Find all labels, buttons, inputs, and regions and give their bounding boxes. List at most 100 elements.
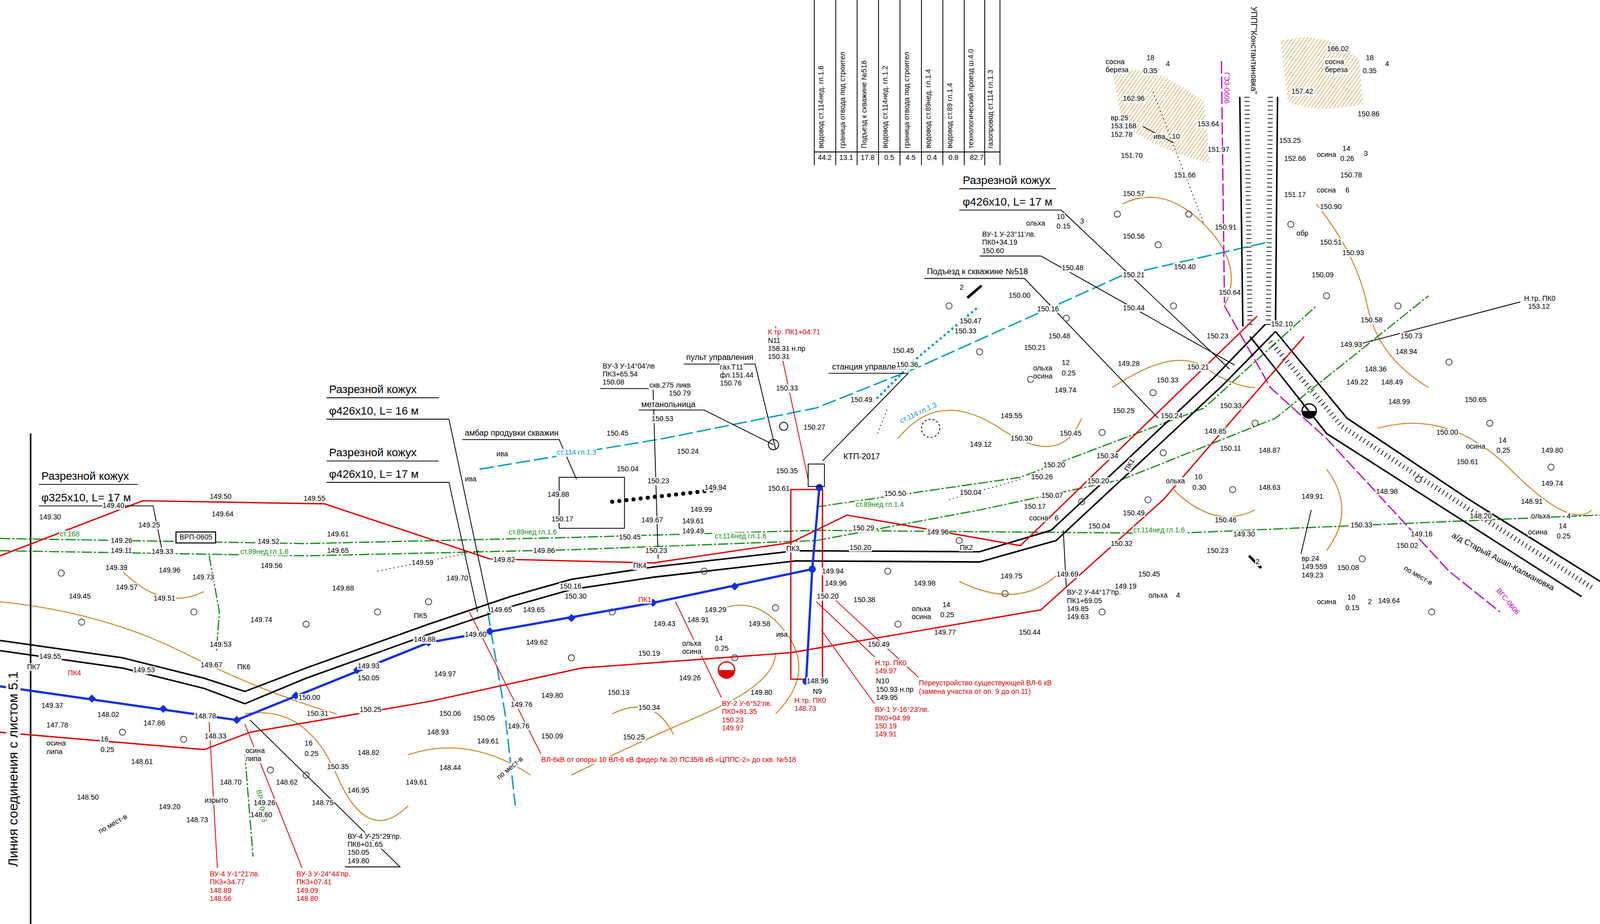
callout-leader — [1142, 126, 1174, 143]
map-label: Переустройство существующей ВЛ-6 кВ — [918, 679, 1053, 688]
map-label: ВГС-0606 — [1494, 586, 1522, 617]
map-label: 149.11 — [110, 547, 133, 556]
map-label: 150.34 — [1096, 452, 1119, 461]
map-label: 150.79 — [668, 389, 691, 398]
map-label: 150.58 — [1360, 316, 1383, 325]
map-label: 148.73 — [185, 816, 209, 825]
map-label: 149.67 — [640, 516, 664, 525]
map-label: 18 — [1365, 54, 1375, 63]
map-label: ПК0+34.19 — [981, 238, 1018, 247]
callout-leader — [959, 188, 1230, 370]
map-label: 4 — [1175, 591, 1181, 600]
map-label: Подъезд к скважине №518 — [860, 60, 869, 149]
pole-marks — [87, 582, 739, 725]
map-label: 150.64 — [1218, 288, 1241, 297]
map-label: 149.64 — [211, 510, 234, 519]
map-label: 150.16 — [1036, 305, 1060, 314]
map-label: 149.22 — [1345, 378, 1369, 387]
map-label: Н.тр. ПК0 — [793, 696, 827, 705]
map-label: Линия соединения с листом 5.1 — [6, 670, 21, 868]
map-label: (замена участка от оп. 9 до оп.11) — [918, 687, 1032, 696]
map-label: береза — [1324, 66, 1349, 75]
map-label: 148.44 — [438, 764, 462, 773]
allotment-boundary — [0, 336, 1305, 750]
water-pipe — [0, 295, 1429, 557]
map-label: 150.56 — [1122, 232, 1146, 241]
map-label: 150.93 — [1341, 249, 1365, 258]
map-label: ст.114 гл.1.3 — [556, 448, 597, 457]
callout-leader — [600, 388, 659, 560]
map-label: ПК0+04.99 — [874, 714, 911, 723]
map-label: ст.114нед гл.1.6 — [1132, 526, 1186, 535]
map-label: 149.26 — [110, 537, 133, 546]
map-label: 149.30 — [38, 513, 62, 522]
map-label: 149.74 — [1053, 386, 1077, 395]
map-label: метанольница — [640, 400, 696, 410]
map-label: по мест-в — [1401, 564, 1435, 588]
roads — [0, 96, 1600, 704]
map-label: ольха — [1148, 591, 1169, 600]
map-label: 150.33 — [954, 327, 977, 336]
map-label: осина — [1465, 442, 1486, 451]
map-label: 166.02 — [1326, 45, 1350, 54]
road-edge — [0, 331, 1276, 704]
map-label: 149.61 — [476, 737, 499, 746]
map-label: 0.15 — [1055, 222, 1072, 231]
map-label: 150.09 — [541, 732, 564, 741]
map-label: 148.20 — [1469, 512, 1493, 521]
gas-pipe — [479, 242, 1266, 470]
map-label: 16 — [99, 735, 109, 744]
contour-line — [1122, 197, 1232, 306]
map-label: 0.15 — [1344, 604, 1360, 613]
map-label: 150.30 — [564, 592, 587, 601]
map-label: 148.78 — [194, 712, 217, 721]
map-label: 150.90 — [1319, 203, 1342, 212]
map-label: К тр. ПК1+04.71 — [767, 328, 821, 337]
map-label: ПК5 — [413, 612, 428, 621]
map-label: 149.28 — [1117, 360, 1140, 369]
map-label: 0.25 — [1495, 446, 1511, 455]
map-label: 150.00 — [297, 693, 321, 702]
slope-area — [1280, 37, 1364, 109]
map-label: сосна — [1028, 514, 1049, 523]
map-label: 149.94 — [703, 483, 727, 492]
map-label: пульт управления — [685, 352, 755, 363]
map-label: Н.тр. ПК0 — [1523, 294, 1556, 303]
map-label: ВУ-3 У-24°44'пр. — [295, 870, 351, 879]
map-label: 146.95 — [346, 786, 370, 795]
map-label: 10 — [1055, 213, 1065, 222]
map-label: 149.56 — [260, 562, 283, 571]
map-label: 150.45 — [892, 346, 915, 355]
map-label: 152.78 — [1110, 130, 1133, 139]
map-label: 148.87 — [1258, 446, 1281, 455]
map-label: 149.74 — [1540, 479, 1564, 488]
map-label: осина — [46, 739, 67, 748]
power-line — [0, 487, 820, 721]
water-pipe — [0, 514, 1600, 544]
map-label: 12 — [1061, 359, 1071, 368]
map-label: 150.23 — [1206, 547, 1229, 556]
map-label: 2 — [1367, 598, 1373, 607]
map-label: 149.64 — [1377, 597, 1400, 606]
map-label: 149.76 — [506, 722, 530, 731]
callout-leader — [38, 484, 163, 556]
map-label: 148.56 — [209, 895, 232, 904]
map-label: 148.60 — [250, 811, 273, 820]
map-label: 149.39 — [105, 564, 128, 573]
map-label: 150.00 — [1008, 291, 1031, 300]
magenta-line — [1221, 61, 1501, 612]
map-label: фл.151.44 — [719, 371, 755, 380]
map-label: ПК7 — [26, 663, 41, 672]
map-label: 151.97 — [1207, 145, 1230, 154]
map-label: 150.24 — [1160, 412, 1183, 421]
callout-leader — [250, 720, 401, 867]
map-label: 149.19 — [1114, 582, 1137, 591]
map-label: 149.30 — [1232, 530, 1256, 539]
map-label: 150.20 — [1086, 477, 1110, 486]
map-label: 6 — [1344, 186, 1350, 195]
contour-line — [959, 571, 1062, 595]
map-label: 3 — [1079, 217, 1085, 226]
map-label: 4 — [1384, 60, 1390, 69]
map-label: осина — [1316, 598, 1337, 607]
map-label: ПК0+81.35 — [721, 707, 758, 717]
